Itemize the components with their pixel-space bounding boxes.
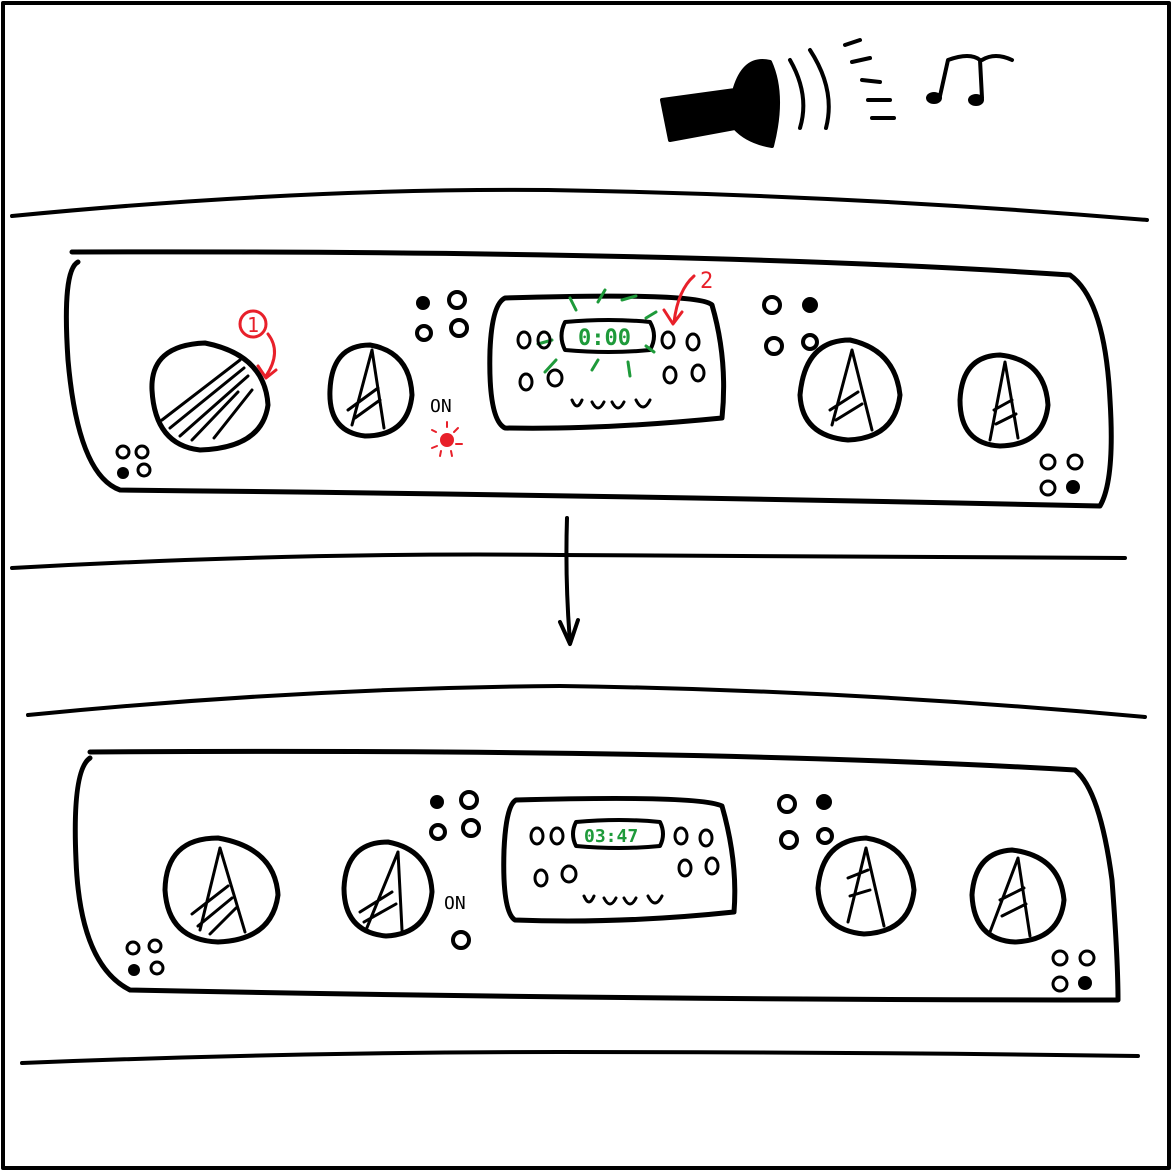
music-notes-icon xyxy=(926,54,1014,106)
annotation-1: 1 xyxy=(238,309,278,380)
knob[interactable] xyxy=(327,342,415,439)
divider-line xyxy=(20,1050,1140,1065)
on-label: ON xyxy=(430,396,452,417)
display-panel: 03:47 xyxy=(501,795,738,924)
knob[interactable] xyxy=(797,337,903,443)
stove-panel-after: ON 03:47 xyxy=(72,748,1121,1003)
button-cluster[interactable] xyxy=(415,290,469,342)
annotation-1-label: 1 xyxy=(247,313,259,337)
timer-screen xyxy=(571,818,665,850)
speaker-icon xyxy=(660,38,896,148)
down-arrow-icon xyxy=(558,516,580,646)
button-cluster[interactable] xyxy=(1051,949,1096,993)
button-cluster[interactable] xyxy=(125,938,165,976)
knob[interactable] xyxy=(969,847,1067,945)
knob[interactable] xyxy=(957,352,1051,449)
knob[interactable] xyxy=(162,835,281,945)
display-buttons[interactable] xyxy=(529,826,720,906)
display-panel: 0:00 xyxy=(487,288,727,431)
annotation-2: 2 xyxy=(662,269,713,326)
on-label: ON xyxy=(444,893,466,914)
indicator-light-icon xyxy=(451,930,471,950)
left-knob[interactable] xyxy=(149,340,271,453)
control-panel-outline xyxy=(72,748,1121,1003)
timer-readout: 0:00 xyxy=(578,326,631,351)
blink-rays xyxy=(536,288,658,378)
button-cluster[interactable] xyxy=(1039,453,1084,497)
divider-line xyxy=(26,684,1147,719)
button-cluster[interactable] xyxy=(762,295,819,356)
stove-panel-before: ON 0:00 xyxy=(63,249,1114,509)
divider-line xyxy=(10,552,1127,570)
timer-readout: 03:47 xyxy=(584,826,638,847)
button-cluster[interactable] xyxy=(429,790,481,841)
knob[interactable] xyxy=(815,835,917,937)
divider-line xyxy=(10,187,1149,222)
control-panel-outline xyxy=(63,249,1114,509)
display-buttons[interactable] xyxy=(516,330,706,410)
button-cluster[interactable] xyxy=(777,794,834,850)
knob[interactable] xyxy=(341,839,435,939)
annotation-2-label: 2 xyxy=(700,269,713,294)
button-cluster[interactable] xyxy=(115,444,152,479)
indicator-light-icon xyxy=(431,421,463,457)
